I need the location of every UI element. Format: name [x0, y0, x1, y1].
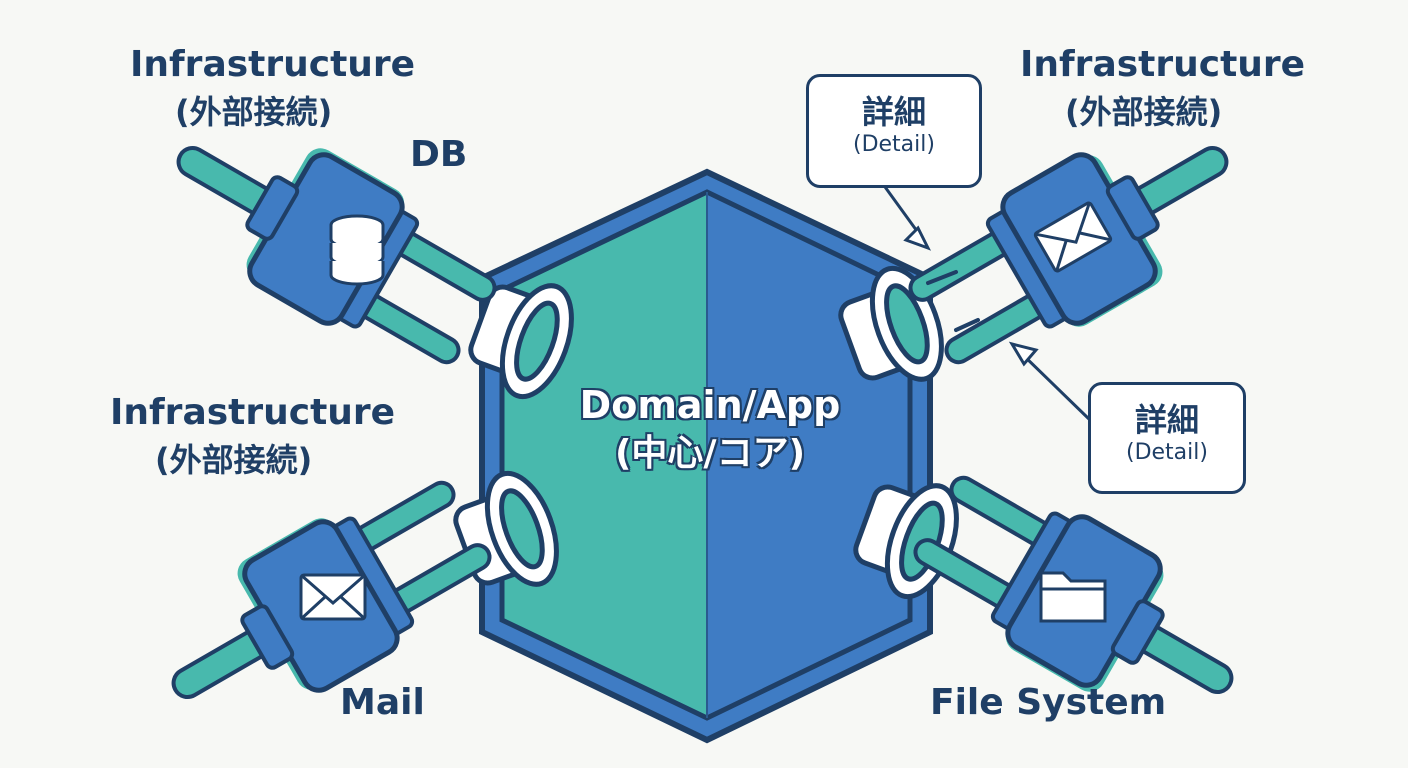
mail-icon — [1033, 201, 1113, 273]
domain-core-subtitle: (中心/コア) — [614, 433, 806, 474]
domain-core-title: Domain/App — [579, 383, 841, 427]
infrastructure-label-top-left: Infrastructure — [130, 44, 416, 85]
infrastructure-label-top-right: Infrastructure — [1020, 44, 1306, 85]
external-connection-label-top-right: (外部接続) — [1065, 93, 1223, 131]
detail-callout-english: (Detail) — [853, 132, 935, 157]
external-connection-label-mid-left: (外部接続) — [155, 441, 313, 479]
folder-icon — [1039, 571, 1107, 623]
callout-arrow-bottom — [1008, 341, 1092, 422]
detail-callout-kanji: 詳細 — [1134, 401, 1199, 439]
infrastructure-label-mid-left: Infrastructure — [110, 392, 396, 433]
mail-icon — [299, 573, 367, 621]
detail-callout-top: 詳細 (Detail) — [806, 74, 982, 188]
db-label: DB — [410, 134, 468, 175]
file-system-label: File System — [930, 682, 1167, 723]
detail-callout-kanji: 詳細 — [861, 93, 926, 131]
callout-arrow-top — [878, 179, 932, 251]
connection-dashes — [926, 270, 980, 332]
domain-core-label: Domain/App (中心/コア) — [520, 380, 900, 478]
detail-callout-bottom: 詳細 (Detail) — [1088, 382, 1246, 494]
mail-label: Mail — [340, 682, 425, 723]
domain-core-hexagon — [479, 168, 933, 744]
database-icon — [329, 214, 385, 286]
detail-callout-english: (Detail) — [1126, 440, 1208, 465]
external-connection-label-top-left: (外部接続) — [175, 93, 333, 131]
